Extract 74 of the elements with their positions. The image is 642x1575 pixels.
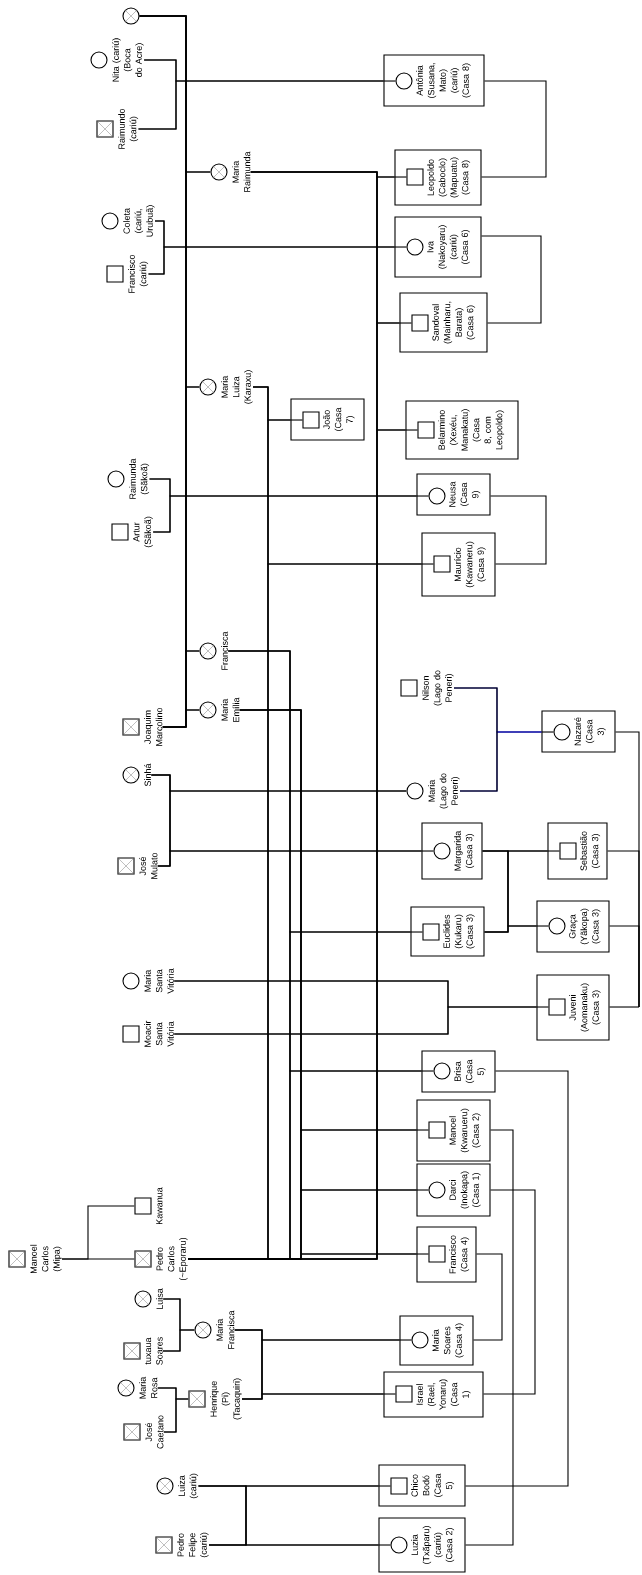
- person-box: Antônia (Susana, Mato) (cariú) (Casa 8): [382, 54, 485, 107]
- person-box: Leopoldo (Caboclo) (Mapuatu) (Casa 8): [393, 149, 482, 206]
- kinship-line: [481, 80, 547, 178]
- person-box: Francisco (Casa 4): [415, 1226, 477, 1283]
- person-name: Pedro Felipe (cariú): [177, 1532, 209, 1558]
- person-box: Maria Soares (Casa 4): [398, 1315, 474, 1366]
- person-name: Joaquim Marcolino: [144, 707, 163, 746]
- kinship-line: [163, 1398, 189, 1433]
- person-box: Belarmino (Xexéu, Manakatu) (Casa 8, com Leopoldo): [404, 400, 519, 460]
- person-name: Maria Luiza (Karaxu): [221, 370, 253, 404]
- kinship-line: [484, 925, 537, 933]
- person-name: Maria (Lago do Peneri): [428, 773, 460, 809]
- person-name: Raimunda (Sãkoã): [129, 458, 150, 499]
- person-name: Manoel Carlos (Mipa): [30, 1244, 62, 1274]
- person-box: Chico Bodó (Casa 5): [377, 1464, 466, 1507]
- kinship-line: [208, 1544, 379, 1546]
- person-box: Nazaré (Casa 3): [540, 710, 616, 753]
- person-name: Francisco (cariú): [128, 254, 149, 293]
- kinship-line: [162, 1329, 195, 1352]
- kinship-line: [609, 925, 640, 1008]
- kinship-line: [137, 80, 384, 130]
- person-name: Nilson (Lago do Peneri): [422, 670, 454, 706]
- kinship-line: [490, 495, 547, 565]
- kinship-line: [465, 1070, 569, 1487]
- kinship-line: [61, 1205, 135, 1260]
- person-name: Luiza (cariú): [178, 1473, 199, 1499]
- kinship-line: [483, 1189, 536, 1395]
- person-box: Brisa (Casa 5): [420, 1050, 496, 1093]
- person-name: Nita (cariú) (Boca do Acre): [112, 38, 144, 82]
- kinship-line: [152, 495, 417, 533]
- person-box: Maurício (Kawaneru) (Casa 9): [420, 532, 496, 597]
- person-box: Neusa (Casa 9): [415, 473, 491, 516]
- person-name: Pedro Carlos (~Eporaru): [156, 1237, 188, 1281]
- crossed-circle-symbol: [122, 7, 140, 25]
- person-box: Iva (Nakoyaru) (cariú) (Casa 6): [393, 216, 482, 278]
- kinship-line: [157, 850, 422, 867]
- kinship-line: [609, 1006, 640, 1008]
- person-name: Coleta (cariú, Urubuã): [123, 205, 155, 237]
- person-box: Manoel (Kwarueru) (Casa 2): [415, 1099, 491, 1162]
- kinship-line: [473, 1253, 503, 1341]
- person-name: Francisca: [221, 631, 228, 670]
- kinship-line: [465, 1129, 514, 1546]
- person-box: Euclides (Kukaru) (Casa 3): [409, 906, 485, 957]
- person-name: Artur (Sãkoã): [133, 516, 153, 548]
- kinship-line: [241, 1393, 384, 1400]
- kinship-line: [453, 687, 498, 792]
- person-name: Moacir Santa Vitória: [144, 1020, 174, 1047]
- person-name: José Caetano: [145, 1415, 164, 1449]
- person-name: tuxaua Soares: [145, 1337, 163, 1365]
- person-box: João (Casa 7): [289, 398, 365, 441]
- person-box: Graça (Yãkopa) (Casa 3): [535, 900, 610, 953]
- kinship-line: [187, 1253, 417, 1260]
- person-box: Sandoval (Mainharu, Barata) (Casa 6): [398, 292, 488, 353]
- person-name: Luisa: [156, 1288, 163, 1310]
- person-box: Margarida (Casa 3): [420, 822, 483, 880]
- person-box: Sebastião (Casa 3): [546, 822, 608, 880]
- person-box: Darci (Inokapa) (Casa 1): [415, 1163, 491, 1217]
- person-box: Juveni (Aomanaku) (Casa 3): [535, 974, 610, 1041]
- person-name: Kawanua: [156, 1187, 163, 1225]
- person-name: Maria Santa Vitória: [144, 968, 174, 994]
- kinship-line: [147, 246, 395, 275]
- person-name: Maria Francisca: [216, 1310, 235, 1349]
- person-name: Sinhá: [144, 763, 151, 787]
- person-name: José Mulato: [139, 852, 158, 879]
- person-name: Maria Emília: [221, 697, 240, 722]
- person-name: Henrique (Pi) (Tacaquiri): [210, 1378, 242, 1420]
- person-box: Israel (Rael, Yonaru) (Casa 1): [382, 1371, 484, 1418]
- kinship-line: [173, 1006, 537, 1035]
- person-box: Luzia (Txãparu) (cariú) (Casa 2): [377, 1517, 466, 1573]
- person-name: Maria Raimunda: [232, 151, 251, 192]
- person-name: Maria Rosa: [139, 1376, 158, 1399]
- person-name: Raimundo (cariú): [118, 108, 139, 149]
- kinship-line: [481, 235, 542, 324]
- kinship-line: [162, 709, 200, 728]
